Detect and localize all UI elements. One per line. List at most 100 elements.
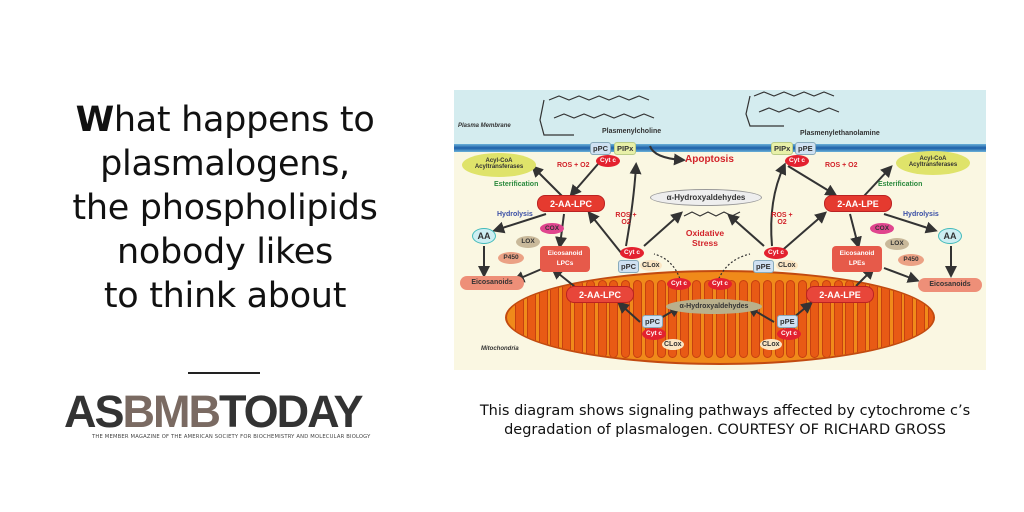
arrow — [849, 213, 862, 249]
esterification-left: Esterification — [494, 181, 539, 188]
lox-left: LOX — [516, 236, 540, 248]
arrow — [550, 267, 575, 287]
lpe-mito: 2-AA-LPE — [806, 286, 874, 303]
mitochondrial-crista — [869, 280, 878, 358]
arrow — [770, 162, 787, 247]
oxidative-stress-label: Oxidative Stress — [685, 228, 725, 248]
mitochondrial-crista — [821, 280, 831, 358]
ros-o2-right: ROS + O2 — [825, 162, 858, 169]
hydrolysis-left: Hydrolysis — [497, 211, 533, 218]
arrow — [531, 165, 563, 197]
ppc-mito: pPC — [642, 315, 663, 328]
mitochondrial-crista — [692, 280, 701, 358]
mitochondrial-crista — [550, 280, 560, 358]
ppe-mito: pPE — [777, 315, 798, 328]
ppe-membrane: pPE — [795, 142, 816, 155]
headline-line2: plasmalogens, — [100, 144, 350, 184]
arrow — [649, 145, 686, 166]
headgroup — [539, 99, 574, 136]
lipid-chain — [758, 107, 840, 113]
mitochondrial-crista — [810, 280, 819, 358]
plasmalogen-pathway-diagram: Plasma Membrane Mitochondria Plasmenylch… — [454, 90, 986, 370]
mitochondrial-crista — [597, 280, 607, 358]
mitochondrial-crista — [727, 280, 737, 358]
p450-left: P450 — [498, 252, 524, 264]
ros-o2-left: ROS + O2 — [557, 162, 590, 169]
lox-right: LOX — [885, 238, 909, 250]
arrow — [863, 165, 893, 197]
ppc-mito-surface: pPC — [618, 260, 639, 273]
ppc-membrane: pPC — [590, 142, 611, 155]
cox-right: COX — [870, 223, 894, 234]
eicosanoids-left: Eicosanoids — [460, 276, 524, 290]
mitochondrial-crista — [880, 280, 890, 358]
mitochondrial-crista — [833, 280, 843, 358]
mitochondrial-crista — [574, 280, 583, 358]
lpc-mito: 2-AA-LPC — [566, 286, 634, 303]
arrow — [492, 213, 547, 234]
cytc-mito-inner-left: Cyt c — [642, 328, 666, 340]
acyl-coa-right: Acyl-CoA Acyltransferases — [896, 151, 970, 175]
asbmb-today-logo: ASBMBTODAY THE MEMBER MAGAZINE OF THE AM… — [64, 389, 384, 440]
divider — [188, 372, 260, 374]
mitochondrial-crista — [892, 280, 902, 358]
acyl-coa-left: Acyl-CoA Acyltransferases — [462, 153, 536, 177]
arrow — [787, 165, 838, 197]
cytc-mito-inner-right: Cyt c — [777, 328, 801, 340]
pipx-left: PIPx — [614, 142, 637, 155]
logo-part2: BMB — [122, 386, 221, 437]
plasmenylcholine-label: Plasmenylcholine — [602, 128, 662, 135]
arrow — [569, 163, 599, 198]
cytc-mito-surface-left: Cyt c — [620, 247, 644, 259]
aldehyde-chain — [683, 211, 741, 217]
hydroxyaldehydes-mito: α-Hydroxyaldehydes — [666, 299, 762, 314]
cox-left: COX — [540, 223, 564, 234]
lpc-cytosol: 2-AA-LPC — [537, 195, 605, 212]
mitochondrial-crista — [585, 280, 595, 358]
hydroxyaldehydes-cytosol: α-Hydroxyaldehydes — [650, 189, 762, 206]
clox-mito-surface-left: CLox — [640, 260, 662, 271]
cytc-membrane-left: Cyt c — [596, 155, 620, 167]
eicosanoid-lpcs: Eicosanoid LPCs — [540, 246, 590, 272]
aa-left: AA — [472, 228, 496, 244]
apoptosis-label: Apoptosis — [685, 154, 734, 165]
figure-caption: This diagram shows signaling pathways af… — [479, 403, 971, 438]
mitochondrial-crista — [538, 280, 548, 358]
plasmenylethanolamine-label: Plasmenylethanolamine — [800, 130, 880, 137]
mitochondrial-crista — [845, 280, 855, 358]
arrows-layer — [478, 91, 957, 323]
p450-right: P450 — [898, 254, 924, 266]
arrow — [883, 213, 938, 234]
headline-line1: hat happens to — [113, 100, 375, 140]
headline-line5: to think about — [103, 276, 347, 316]
headgroup — [745, 95, 784, 127]
eicosanoids-right: Eicosanoids — [918, 278, 982, 292]
mitochondrial-crista — [739, 280, 749, 358]
logo-tagline: THE MEMBER MAGAZINE OF THE AMERICAN SOCI… — [92, 434, 371, 440]
cytc-membrane-right: Cyt c — [785, 155, 809, 167]
cytc-mito-surface-right: Cyt c — [764, 247, 788, 259]
plasma-membrane-bilayer — [454, 144, 986, 152]
ros-o2-mid-right: ROS + O2 — [771, 212, 793, 226]
clox-mito-inner-left: CLox — [662, 339, 684, 350]
arrow — [617, 301, 641, 323]
mitochondrial-crista — [609, 280, 619, 358]
mitochondrial-crista — [798, 280, 808, 358]
hydrolysis-right: Hydrolysis — [903, 211, 939, 218]
mitochondrial-crista — [526, 280, 536, 358]
arrow — [625, 162, 642, 247]
logo-part3: TODAY — [219, 386, 364, 437]
ros-o2-mid-left: ROS + O2 — [615, 212, 637, 226]
eicosanoid-lpes: Eicosanoid LPEs — [832, 246, 882, 272]
mitochondrial-crista — [751, 280, 760, 358]
lipid-chain — [753, 91, 835, 97]
mitochondrial-crista — [621, 280, 631, 358]
extracellular-region — [454, 90, 986, 146]
lipid-structures — [539, 91, 840, 287]
lipid-chain — [548, 95, 650, 101]
clox-mito-surface-right: CLox — [776, 260, 798, 271]
aa-right: AA — [938, 228, 962, 244]
arrow — [727, 213, 765, 247]
logo-part1: AS — [64, 386, 124, 437]
lipid-chain — [553, 113, 655, 119]
